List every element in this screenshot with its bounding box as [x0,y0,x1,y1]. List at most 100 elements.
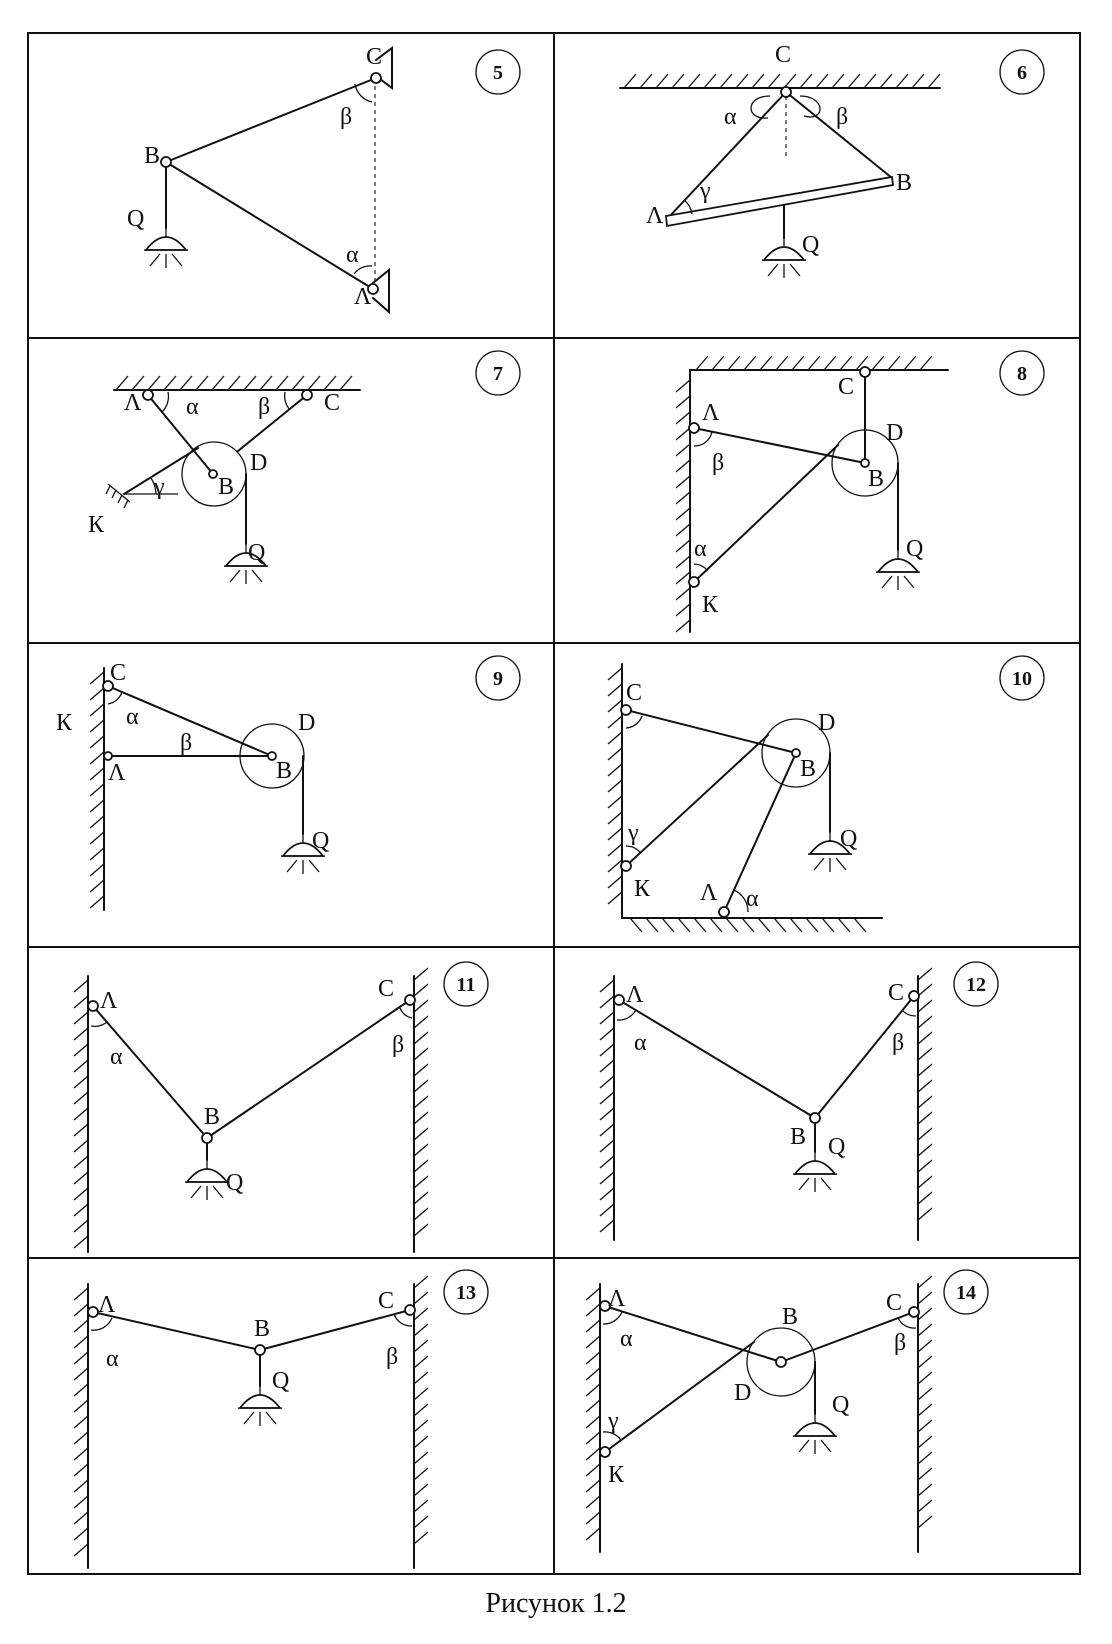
rod-ab [604,1305,782,1363]
angle-alpha-arc [616,1009,637,1021]
label-b: B [896,170,912,196]
label-b: B [144,143,160,169]
figure-caption: Рисунок 1.2 [485,1588,627,1619]
angle-beta: β [180,730,192,756]
joint-c [102,680,114,692]
panel-number: 9 [493,668,503,690]
label-q: Q [840,826,857,852]
angle-alpha: α [346,242,359,268]
rod-ab [723,752,797,913]
angle-alpha: α [110,1044,123,1070]
panel-number-circle [475,350,521,396]
angle-c-arc [625,715,643,729]
rod-cb [107,685,273,757]
rope-k [604,1341,755,1453]
rod-bc [814,995,915,1119]
joint-a [367,283,379,295]
angle-beta-arc [799,95,821,118]
wall-hatching [675,379,691,633]
panel-number-circle [999,350,1045,396]
load-q-icon [143,227,189,269]
wall-hatching [89,671,105,909]
joint-c [404,994,416,1006]
wall-right-hatching [413,967,429,1237]
label-c: C [838,374,854,400]
label-d: D [818,710,835,736]
panel-number: 13 [456,1282,476,1304]
panel-14: 14 Λ C B [585,1269,989,1553]
wall-right-hatching [413,1275,429,1545]
angle-alpha: α [186,394,199,420]
label-q: Q [828,1134,845,1160]
label-d: D [886,420,903,446]
panel-number: 6 [1017,62,1027,84]
label-b: B [868,466,884,492]
wall-left-hatching [585,1287,601,1541]
angle-alpha: α [106,1346,119,1372]
angle-alpha-arc [733,889,749,913]
joint-b [860,458,870,468]
joint-a [103,751,113,761]
panel-13: 13 Λ C B Q α β [73,1269,489,1569]
label-a: Λ [354,284,372,310]
rod-cb [625,709,797,754]
panel-number: 12 [966,974,986,996]
label-c: C [626,680,642,706]
angle-beta: β [258,394,270,420]
panel-number-circle [953,961,999,1007]
angle-alpha-arc [693,563,708,571]
panel-8: 8 C Λ D B К [675,350,1045,633]
angle-alpha-arc [602,1311,623,1325]
support-k-hatching [105,483,131,509]
rod-ca [667,91,787,219]
joint-c [370,72,382,84]
angle-gamma-arc [150,477,157,495]
angle-alpha-arc [750,95,771,119]
label-c: C [775,42,791,68]
label-q: Q [906,536,923,562]
rod-bc [259,1309,411,1351]
ceiling-hatching [695,355,933,371]
angle-alpha: α [746,886,759,912]
angle-gamma: γ [627,820,639,846]
joint-a [87,1000,99,1012]
load-q-icon [761,237,807,279]
panel-10: 10 C D B К Λ [607,655,1045,933]
label-b: B [254,1316,270,1342]
angle-alpha: α [694,536,707,562]
wall-right-hatching [917,967,933,1221]
joint-b [791,748,801,758]
panel-number-circle [443,1269,489,1315]
label-q: Q [802,232,819,258]
panel-number-circle [443,961,489,1007]
joint-c [908,1306,920,1318]
panel-number: 8 [1017,363,1027,385]
panel-7: 7 Λ C D B К Q α β [88,350,521,585]
angle-beta: β [340,104,352,130]
label-k: К [702,592,719,618]
label-c: C [886,1290,902,1316]
panel-number-circle [999,655,1045,701]
joint-b [809,1112,821,1124]
panel-11: 11 Λ C B Q α β [73,961,489,1253]
label-q: Q [127,206,144,232]
label-q: Q [226,1170,243,1196]
joint-k [620,860,632,872]
panel-number-circle [999,49,1045,95]
rod-cb [785,91,893,179]
rod-ba [165,161,374,290]
joint-a [688,422,700,434]
angle-beta-arc [399,1007,413,1019]
wall-left-hatching [73,979,89,1249]
label-q: Q [272,1368,289,1394]
wall-left-hatching [73,1287,89,1557]
joint-c [780,86,792,98]
ceiling-hatching [115,375,353,391]
label-b: B [276,758,292,784]
joint-k [599,1446,611,1458]
label-a: Λ [100,988,118,1014]
joint-c [404,1304,416,1316]
angle-beta: β [392,1032,404,1058]
joint-b [208,469,218,479]
label-c: C [110,660,126,686]
